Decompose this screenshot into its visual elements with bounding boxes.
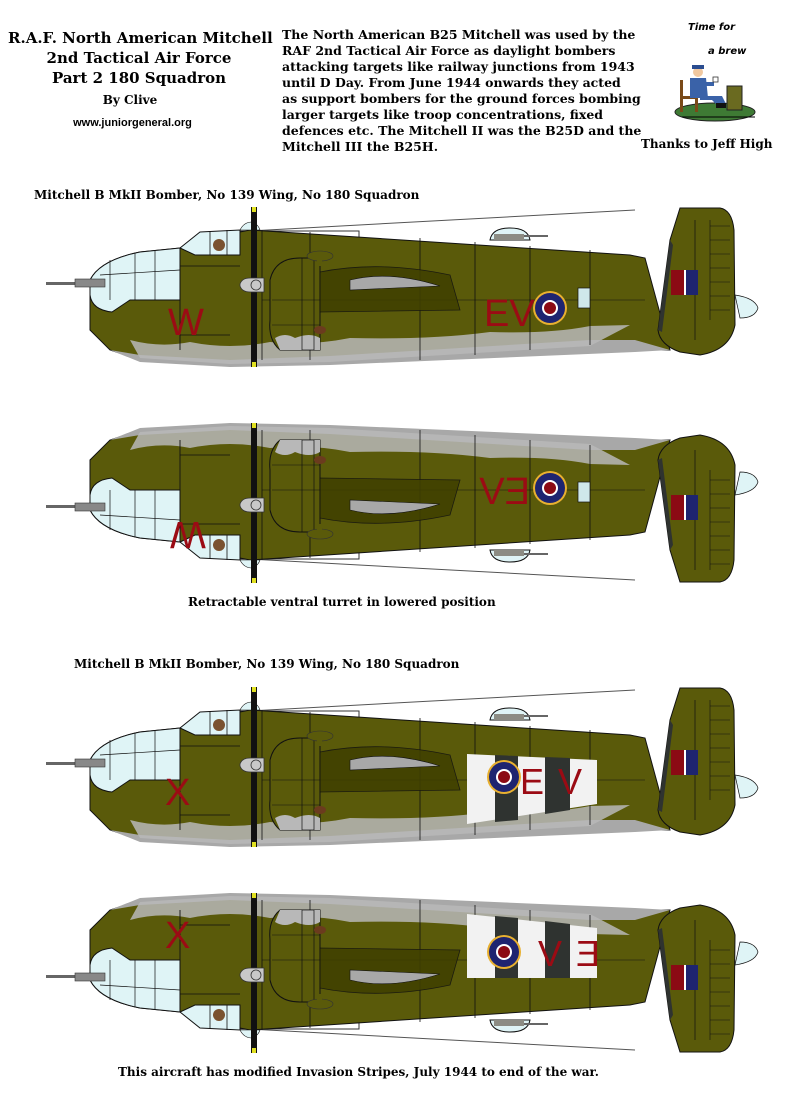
aircraft-1-code-letters: EV [484, 293, 535, 335]
aircraft-2-individual-letter: W [170, 513, 206, 555]
tea-break-soldier-illustration [674, 65, 756, 122]
aircraft-2-right-profile: W EV [45, 422, 759, 584]
aircraft-4-individual-letter: X [165, 915, 190, 957]
website-link[interactable]: www.juniorgeneral.org [73, 117, 192, 129]
aircraft-1-left-profile: W EV [45, 206, 759, 368]
aircraft-4-code-letters: EV [524, 933, 600, 974]
section-1-caption: Retractable ventral turret in lowered po… [188, 595, 496, 609]
aircraft-4-right-profile: X EV [45, 892, 759, 1054]
section-2-heading: Mitchell B MkII Bomber, No 139 Wing, No … [74, 657, 460, 671]
byline: By Clive [102, 93, 158, 107]
aircraft-4-roundel [487, 935, 521, 969]
aircraft-2-code-letters: EV [479, 471, 530, 513]
aircraft-1-individual-letter: W [168, 302, 204, 344]
brew-caption-1: Time for [688, 22, 736, 33]
aircraft-1-roundel [533, 291, 567, 325]
credit-thanks: Thanks to Jeff High [641, 137, 773, 151]
aircraft-3-left-profile: X EV [45, 686, 759, 848]
brew-caption-2: a brew [708, 46, 747, 57]
section-1-heading: Mitchell B MkII Bomber, No 139 Wing, No … [34, 188, 420, 202]
title-line-3: Part 2 180 Squadron [51, 69, 227, 87]
page-title: R.A.F. North American Mitchell 2nd Tacti… [8, 28, 273, 88]
aircraft-3-code-letters: EV [520, 761, 596, 802]
aircraft-2-roundel [533, 471, 567, 505]
title-line-2: 2nd Tactical Air Force [46, 49, 232, 67]
aircraft-3-individual-letter: X [165, 772, 190, 814]
section-2-caption: This aircraft has modified Invasion Stri… [118, 1065, 599, 1079]
aircraft-3-roundel [487, 760, 521, 794]
title-line-1: R.A.F. North American Mitchell [8, 29, 273, 47]
description-text: The North American B25 Mitchell was used… [282, 27, 642, 154]
